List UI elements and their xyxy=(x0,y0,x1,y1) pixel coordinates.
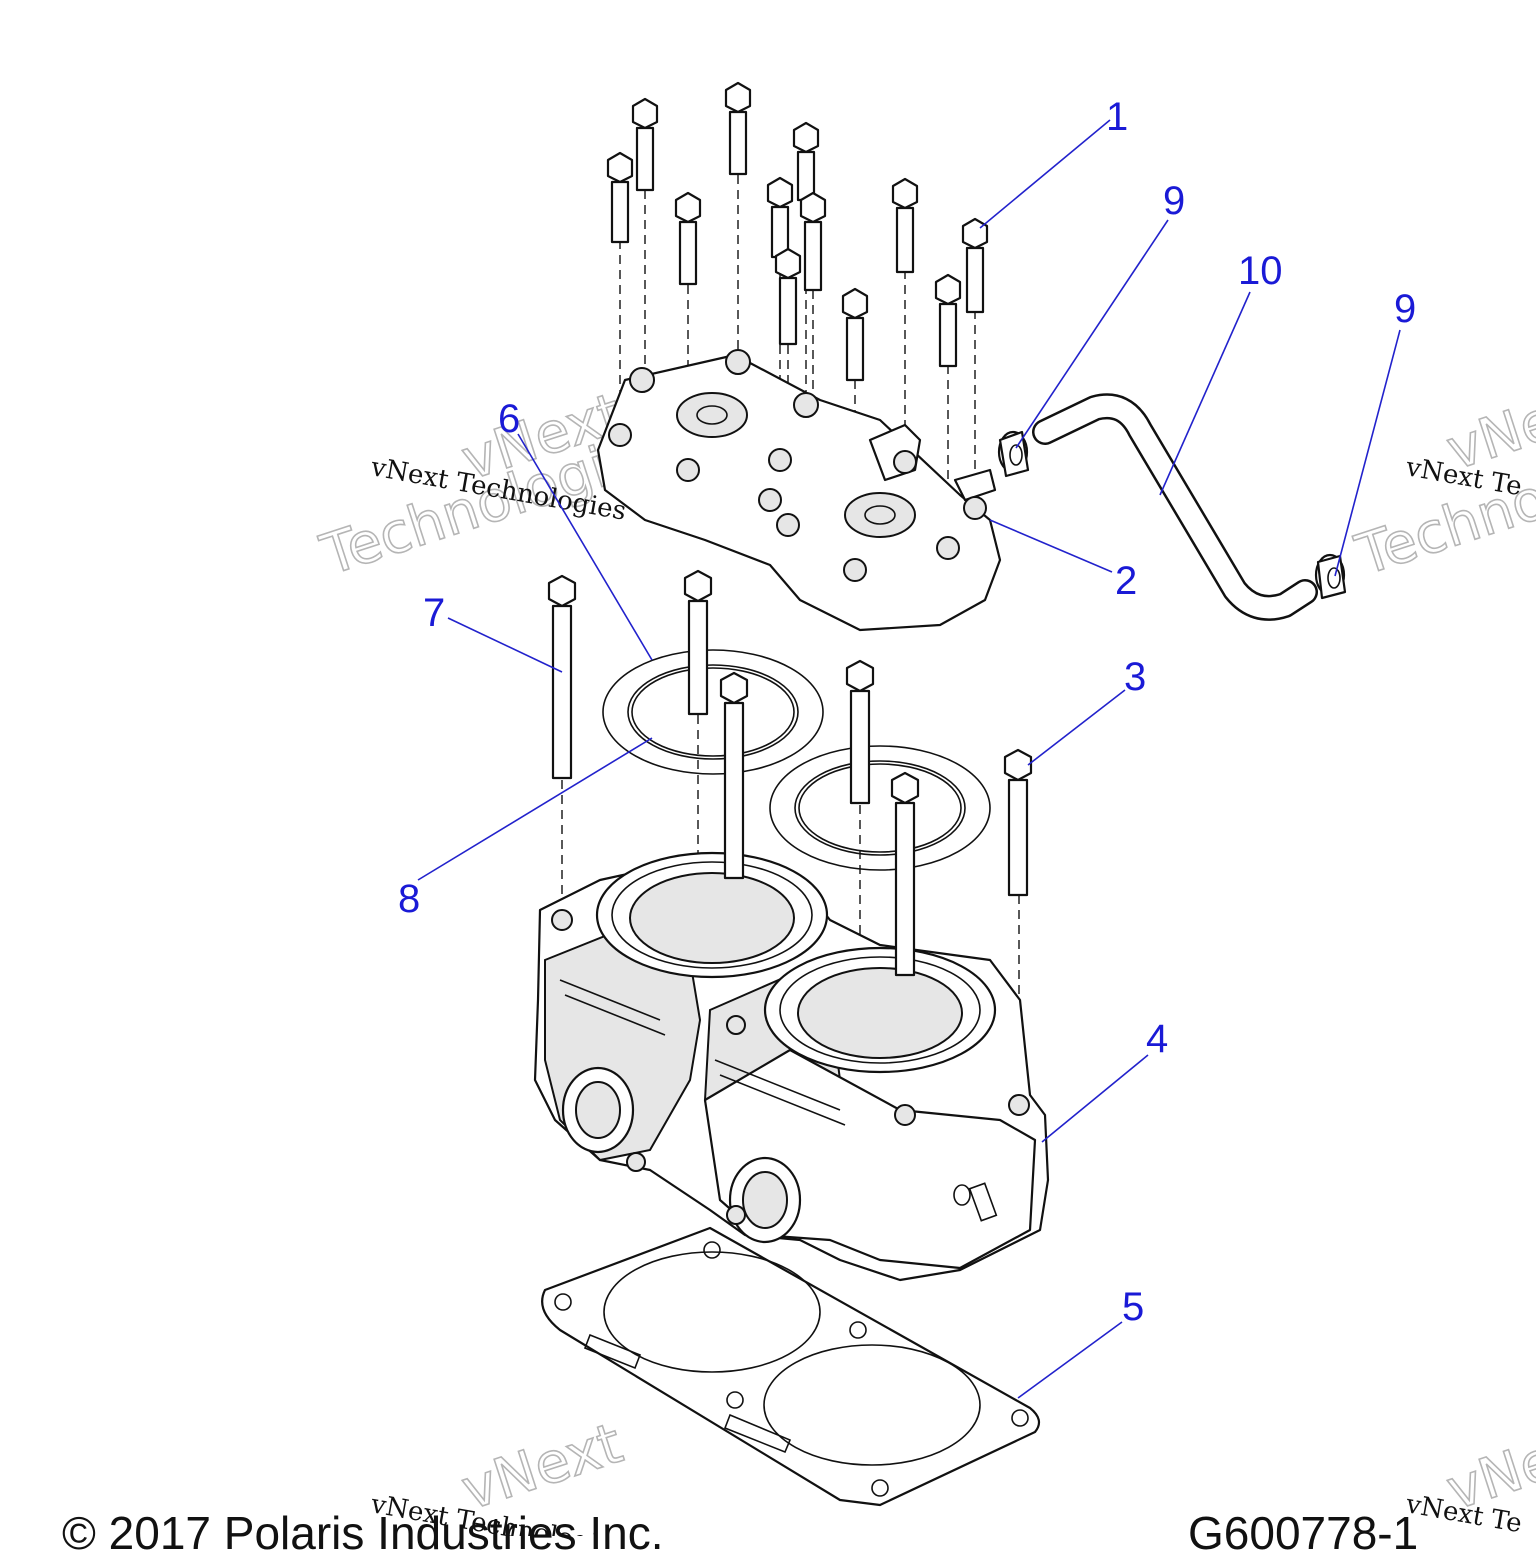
leader-lines xyxy=(417,119,1401,1399)
cylinder-block xyxy=(533,851,1050,1282)
head-bolt xyxy=(961,217,989,314)
head-bolt xyxy=(724,81,752,176)
callout-2: 2 xyxy=(1115,559,1137,603)
head-bolt xyxy=(841,287,869,382)
copyright-text: © 2017 Polaris Industries Inc. xyxy=(62,1507,664,1559)
callout-1: 1 xyxy=(1106,95,1128,139)
head-bolt xyxy=(631,97,659,192)
head-bolt xyxy=(891,177,919,274)
callout-4: 4 xyxy=(1146,1017,1168,1061)
head-bolt xyxy=(766,176,794,259)
hose-clamp-right xyxy=(1314,553,1347,600)
callout-7: 7 xyxy=(423,591,445,635)
cylinder-head xyxy=(596,349,1002,632)
cylinder-bolts xyxy=(547,569,1033,977)
callout-8: 8 xyxy=(398,877,420,921)
callout-10: 10 xyxy=(1238,249,1283,293)
base-gasket xyxy=(541,1226,1041,1507)
callout-9-right: 9 xyxy=(1394,287,1416,331)
head-bolt xyxy=(934,273,962,368)
head-bolt xyxy=(674,191,702,286)
callout-3: 3 xyxy=(1124,655,1146,699)
cylinder-bolt xyxy=(845,659,875,805)
head-o-rings xyxy=(602,649,991,871)
watermark-bottom-right: vNe vNext Te xyxy=(1403,1427,1536,1536)
head-bolts xyxy=(606,81,989,382)
head-bolt xyxy=(606,151,634,244)
cylinder-bolt xyxy=(719,671,749,880)
figure-id: G600778-1 xyxy=(1188,1507,1419,1559)
coolant-hose xyxy=(1032,393,1318,621)
callout-labels: 1 9 10 9 6 2 7 3 8 4 5 xyxy=(398,95,1416,1329)
cylinder-bolt xyxy=(547,574,577,780)
cylinder-bolt xyxy=(683,569,713,716)
callout-9-left: 9 xyxy=(1163,179,1185,223)
head-bolt xyxy=(799,191,827,292)
cylinder-bolt xyxy=(1003,748,1033,897)
head-bolt xyxy=(774,247,802,346)
callout-5: 5 xyxy=(1122,1285,1144,1329)
cylinder-bolt xyxy=(890,771,920,977)
callout-6: 6 xyxy=(498,397,520,441)
head-bolt xyxy=(792,121,820,202)
hose-clamp-left xyxy=(997,430,1030,478)
